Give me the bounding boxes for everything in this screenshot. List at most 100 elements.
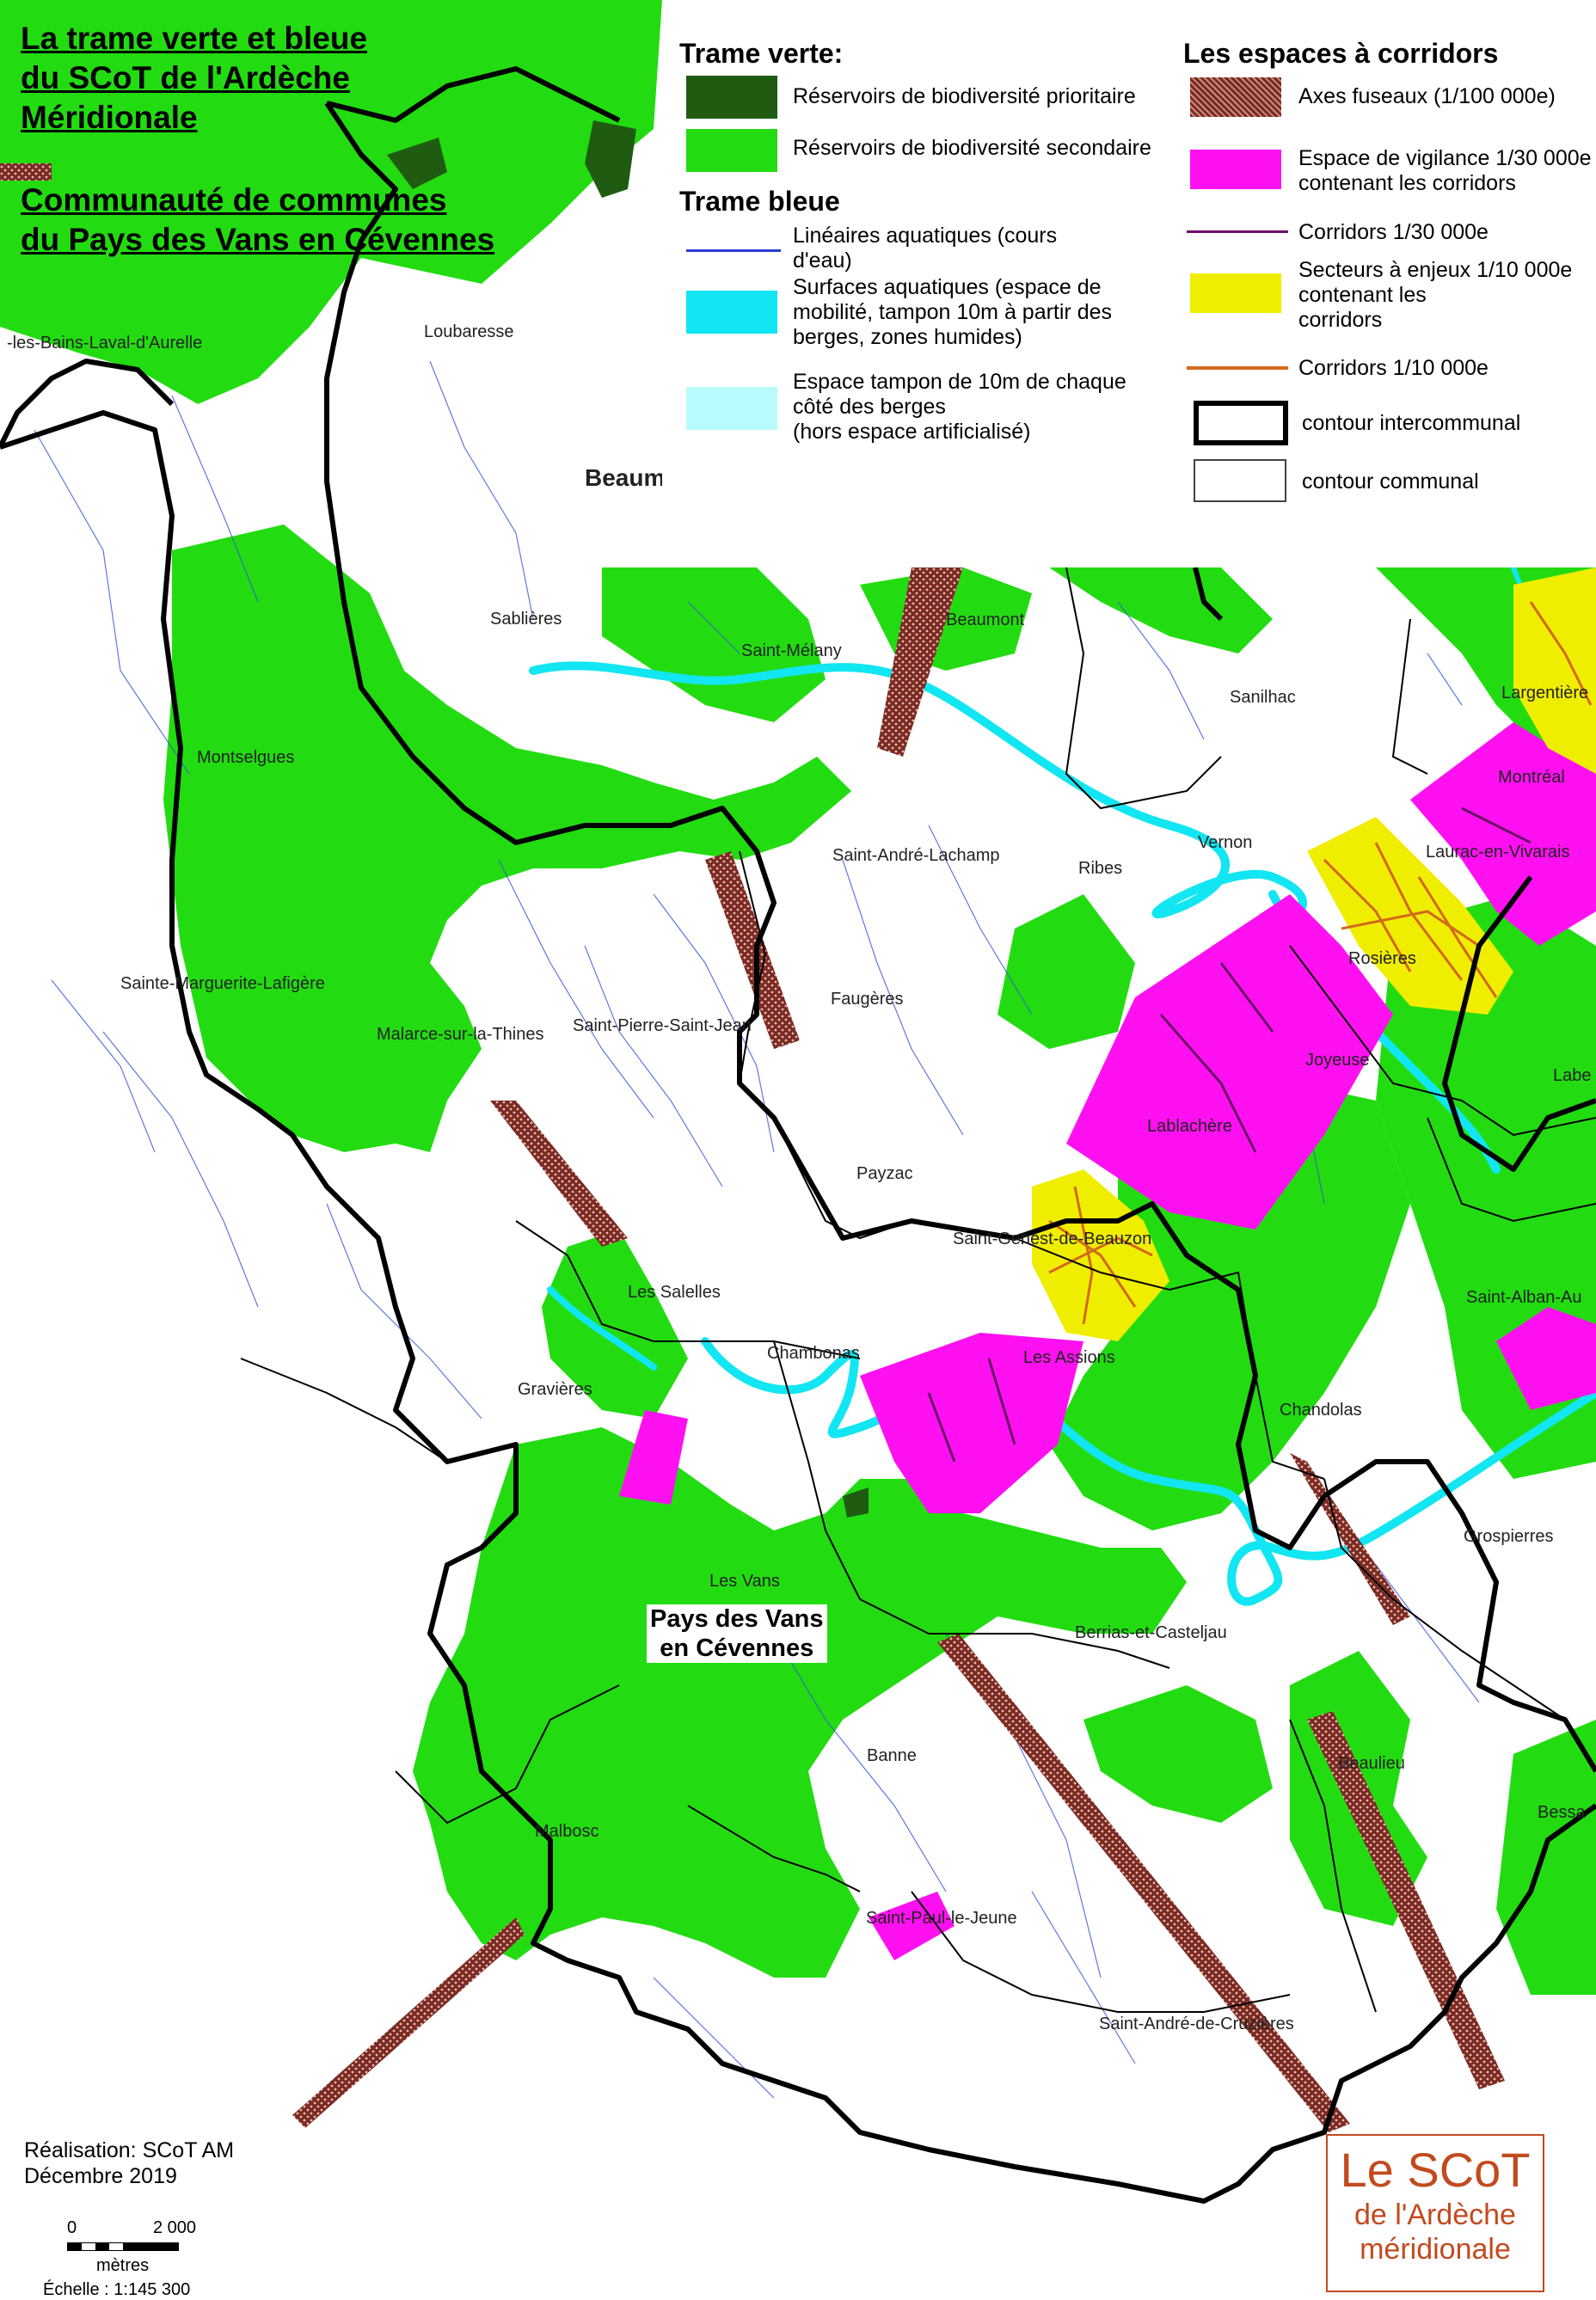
- zone-label-line1: Pays des Vans: [650, 1605, 824, 1633]
- swatch-corridor-10000: [1187, 366, 1288, 370]
- legend-trame-verte-heading: Trame verte:: [679, 38, 844, 69]
- logo-line1: Le SCoT: [1340, 2143, 1531, 2197]
- commune-label: Berrias-et-Casteljau: [1075, 1623, 1227, 1642]
- intercommunal-contour: [0, 66, 1596, 2204]
- legend-contour-comm: contour communal: [1302, 469, 1479, 494]
- commune-label: Beaumont: [946, 610, 1025, 629]
- commune-label: Montselgues: [197, 748, 295, 767]
- swatch-primary-reservoir: [686, 76, 777, 119]
- commune-label: Chambonas: [767, 1344, 860, 1363]
- swatch-secondary-reservoir: [686, 129, 777, 172]
- credits: Réalisation: SCoT AM Décembre 2019: [24, 2137, 234, 2189]
- legend-vigilance: Espace de vigilance 1/30 000e contenant …: [1298, 146, 1591, 196]
- logo-line3: méridionale: [1360, 2233, 1511, 2266]
- streams: [34, 360, 1480, 2099]
- map-title: La trame verte et bleue du SCoT de l'Ard…: [21, 19, 367, 138]
- commune-label: Les Vans: [709, 1572, 780, 1591]
- commune-label: Saint-Alban-Au: [1466, 1288, 1582, 1307]
- corridors-30000: [927, 807, 1532, 1463]
- commune-label: Saint-Pierre-Saint-Jean: [573, 1016, 752, 1035]
- legend-trame-bleue-heading: Trame bleue: [679, 186, 840, 217]
- legend-lineaires-line1: Linéaires aquatiques (cours: [793, 224, 1058, 248]
- commune-label: Les Assions: [1023, 1348, 1115, 1367]
- legend-reservoirs-prioritaire: Réservoirs de biodiversité prioritaire: [793, 84, 1136, 108]
- swatch-water-surface: [686, 291, 777, 334]
- commune-label: Beaulieu: [1338, 1754, 1405, 1773]
- legend-reservoirs-secondaire: Réservoirs de biodiversité secondaire: [793, 136, 1151, 160]
- axes-fuseaux: [0, 0, 1505, 2132]
- scale-bar: 0 2 000 mètres Échelle : 1:145 300: [43, 2218, 248, 2299]
- swatch-linear-waterway: [686, 249, 781, 252]
- legend-corridors-heading: Les espaces à corridors: [1183, 38, 1499, 69]
- swatch-axes-fuseaux: [1190, 77, 1281, 117]
- swatch-secteurs: [1190, 273, 1281, 313]
- zone-label-line2: en Cévennes: [660, 1635, 814, 1662]
- commune-label: Laurac-en-Vivarais: [1426, 843, 1570, 862]
- commune-label: Saint-André-Lachamp: [832, 846, 1000, 865]
- legend-tampon-line2: côté des berges: [793, 395, 946, 419]
- commune-label: Rosières: [1348, 949, 1416, 968]
- commune-label: Sainte-Marguerite-Lafigère: [120, 974, 325, 993]
- primary-reservoirs: [387, 120, 869, 1518]
- legend-lineaires: Linéaires aquatiques (cours d'eau): [793, 224, 1057, 273]
- commune-label: Faugères: [831, 990, 904, 1009]
- commune-label: Vernon: [1198, 833, 1253, 852]
- legend-corridors-10: Corridors 1/10 000e: [1298, 356, 1489, 380]
- scot-logo: Le SCoT de l'Ardèche méridionale: [1326, 2134, 1544, 2292]
- legend-surfaces-line3: berges, zones humides): [793, 325, 1022, 349]
- commune-label: Sanilhac: [1230, 688, 1296, 707]
- commune-label: Grospierres: [1464, 1527, 1554, 1546]
- scale-echelle: Échelle : 1:145 300: [43, 2280, 191, 2299]
- commune-label: Les Salelles: [628, 1283, 721, 1302]
- commune-label: Beaum: [585, 464, 666, 491]
- scale-unit: mètres: [96, 2256, 150, 2275]
- subtitle-line2: du Pays des Vans en Cévennes: [21, 222, 495, 257]
- commune-label: Payzac: [856, 1164, 913, 1183]
- commune-label: Largentière: [1501, 684, 1589, 702]
- commune-label: Bessa: [1538, 1803, 1586, 1822]
- commune-label: Saint-André-de-Cruzières: [1099, 2015, 1294, 2033]
- commune-label: Saint-Mélany: [741, 641, 842, 660]
- swatch-buffer-zone: [686, 387, 777, 430]
- commune-label: Ribes: [1078, 859, 1123, 878]
- commune-label: -les-Bains-Laval-d'Aurelle: [7, 334, 203, 353]
- commune-label: Saint-Genest-de-Beauzon: [953, 1230, 1152, 1248]
- subtitle-line1: Communauté de communes: [21, 182, 447, 218]
- legend-tampon-line1: Espace tampon de 10m de chaque: [793, 370, 1126, 394]
- legend-tampon-line3: (hors espace artificialisé): [793, 420, 1031, 444]
- commune-label: Malbosc: [535, 1822, 599, 1841]
- logo-line2: de l'Ardèche: [1354, 2199, 1516, 2231]
- title-line1: La trame verte et bleue: [21, 21, 368, 56]
- scale-zero: 0: [67, 2218, 77, 2237]
- scale-max: 2 000: [153, 2218, 197, 2237]
- swatch-intercommunal: [1194, 401, 1288, 445]
- credit-line1: Réalisation: SCoT AM: [24, 2138, 235, 2162]
- legend-vigilance-line2: contenant les corridors: [1298, 171, 1516, 195]
- scale-graphic: [67, 2242, 179, 2251]
- legend-contour-inter: contour intercommunal: [1302, 411, 1521, 435]
- commune-label: Gravières: [518, 1380, 592, 1399]
- commune-label: Joyeuse: [1305, 1051, 1370, 1070]
- map-subtitle: Communauté de communes du Pays des Vans …: [21, 181, 494, 260]
- commune-label: Banne: [867, 1746, 917, 1765]
- commune-label: Labe: [1553, 1066, 1592, 1085]
- title-line2: du SCoT de l'Ardèche: [21, 60, 350, 95]
- legend-tampon: Espace tampon de 10m de chaque côté des …: [793, 370, 1126, 445]
- swatch-vigilance: [1190, 150, 1281, 189]
- commune-label: Lablachère: [1147, 1117, 1232, 1136]
- commune-label: Loubaresse: [424, 322, 514, 341]
- legend-secteurs: Secteurs à enjeux 1/10 000e contenant le…: [1298, 258, 1591, 333]
- legend-lineaires-line2: d'eau): [793, 248, 852, 273]
- vigilance-spaces: [619, 722, 1596, 1960]
- commune-label: Malarce-sur-la-Thines: [377, 1025, 544, 1044]
- legend-corridors-30: Corridors 1/30 000e: [1298, 220, 1489, 244]
- legend-axes: Axes fuseaux (1/100 000e): [1298, 84, 1556, 108]
- legend-surfaces: Surfaces aquatiques (espace de mobilité,…: [793, 275, 1112, 350]
- legend-secteurs-line3: corridors: [1298, 308, 1383, 332]
- title-line3: Méridionale: [21, 100, 198, 135]
- swatch-corridor-30000: [1187, 230, 1288, 233]
- legend-surfaces-line1: Surfaces aquatiques (espace de: [793, 275, 1102, 299]
- legend-secteurs-line1: Secteurs à enjeux 1/10 000e: [1298, 258, 1573, 282]
- legend-surfaces-line2: mobilité, tampon 10m à partir des: [793, 300, 1113, 324]
- zone-label: Pays des Vans en Cévennes: [647, 1604, 827, 1663]
